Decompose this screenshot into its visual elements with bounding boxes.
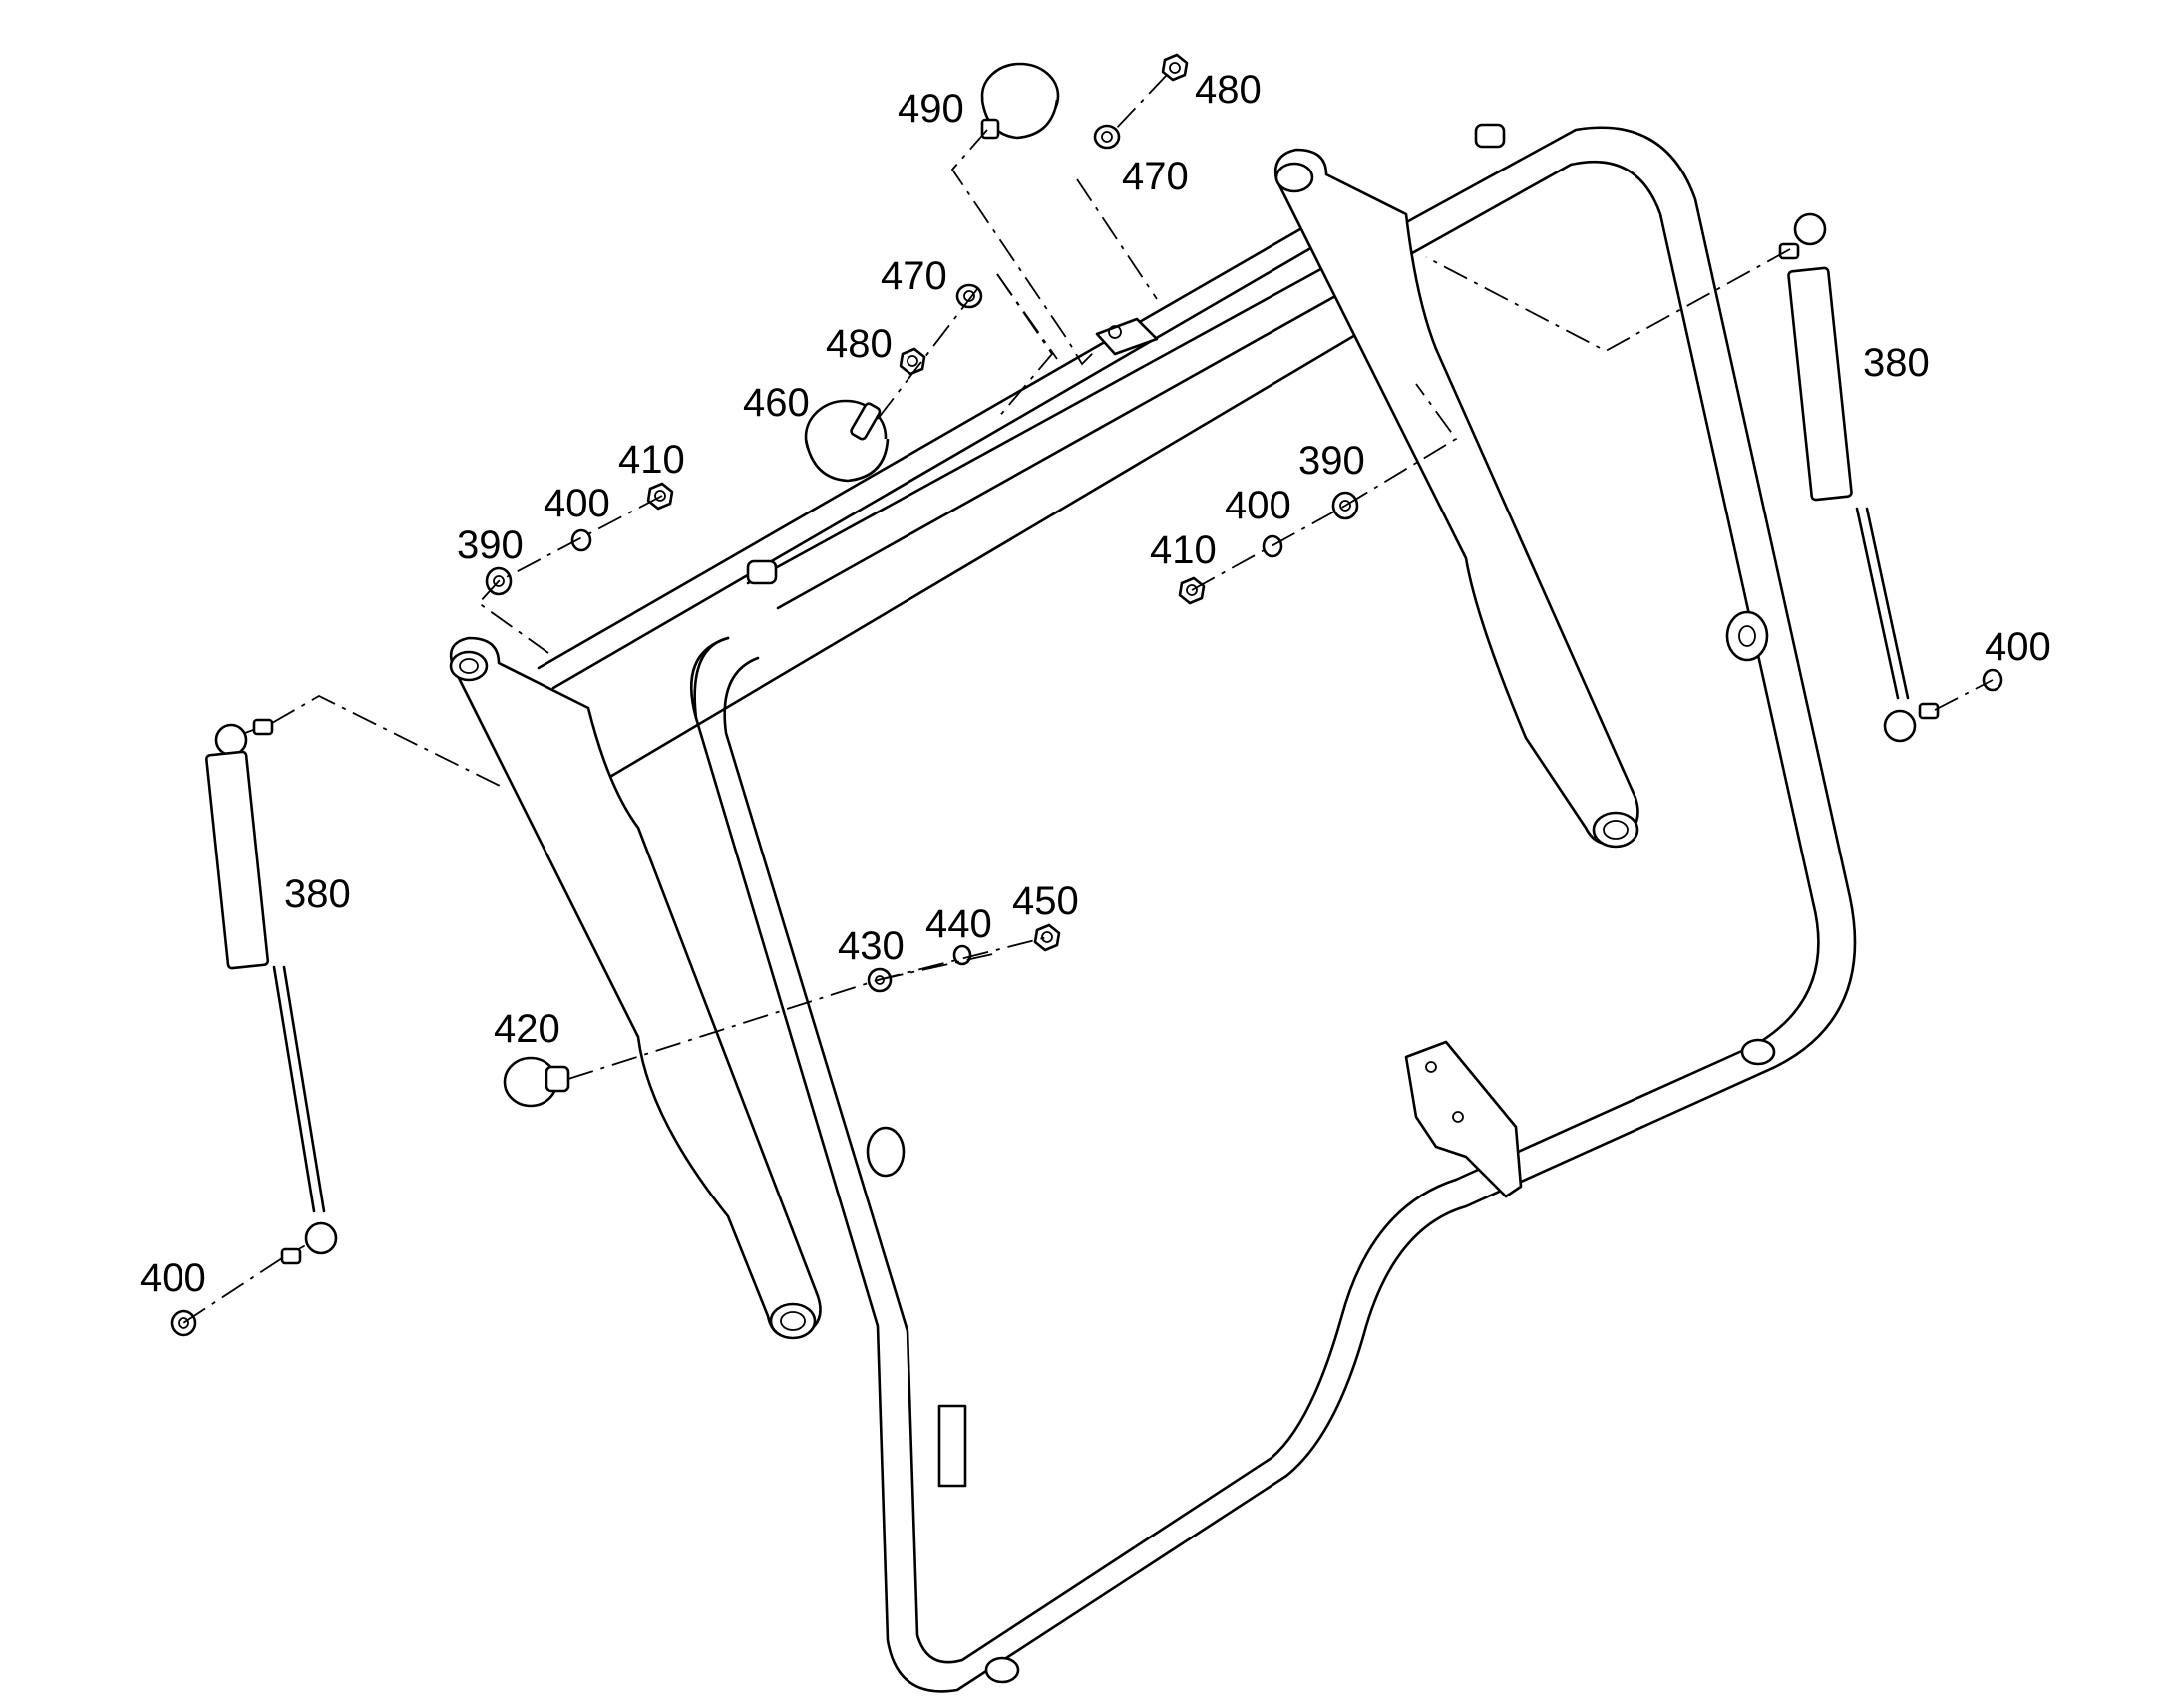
label-450: 450	[1012, 879, 1079, 923]
left-bracket-arm	[449, 636, 822, 1340]
washer-470-mid	[955, 283, 983, 309]
knob-490	[980, 62, 1060, 140]
label-430: 430	[838, 924, 905, 968]
cross-beam	[537, 212, 1418, 780]
nut-410-right	[1178, 576, 1206, 605]
label-400-right: 400	[1225, 484, 1291, 527]
nut-480-top	[1161, 53, 1189, 82]
nut-450	[1033, 923, 1061, 952]
label-410-left: 410	[618, 438, 685, 482]
bumper-460	[804, 399, 890, 483]
tubular-frame	[689, 126, 1857, 1693]
mounting-plate	[1404, 1040, 1523, 1198]
label-480-top: 480	[1195, 68, 1262, 112]
label-460: 460	[743, 381, 810, 425]
right-bracket-arm	[1273, 148, 1639, 849]
label-420: 420	[494, 1007, 560, 1051]
label-440: 440	[925, 902, 992, 946]
nut-480-mid	[899, 347, 926, 376]
label-470-top: 470	[1122, 155, 1189, 198]
assembly-leader-lines	[182, 74, 1994, 1324]
part-labels: 490 480 470 470 480 460 410 400 390 390 …	[140, 68, 2051, 1300]
washer-470-top	[1093, 124, 1121, 150]
label-380-left: 380	[284, 872, 351, 916]
label-490: 490	[898, 87, 964, 131]
label-390-left: 390	[457, 523, 524, 567]
gas-spring-left	[205, 718, 338, 1265]
label-410-right: 410	[1150, 528, 1217, 572]
label-400-bottom-left: 400	[140, 1256, 206, 1300]
label-470-mid: 470	[881, 254, 947, 298]
frame-bosses	[746, 123, 1776, 1684]
label-380-right: 380	[1863, 341, 1930, 385]
label-400-left: 400	[544, 482, 610, 525]
label-400-far-right: 400	[1985, 625, 2051, 669]
bushing-420	[503, 1056, 570, 1108]
label-480-mid: 480	[826, 322, 893, 366]
gas-spring-right	[1778, 212, 1940, 743]
washer-400-bottom-left	[170, 1309, 197, 1337]
washer-440	[952, 944, 972, 966]
hardware-parts	[170, 53, 2003, 1337]
label-390-right: 390	[1298, 439, 1365, 483]
washer-400-left	[570, 528, 592, 552]
